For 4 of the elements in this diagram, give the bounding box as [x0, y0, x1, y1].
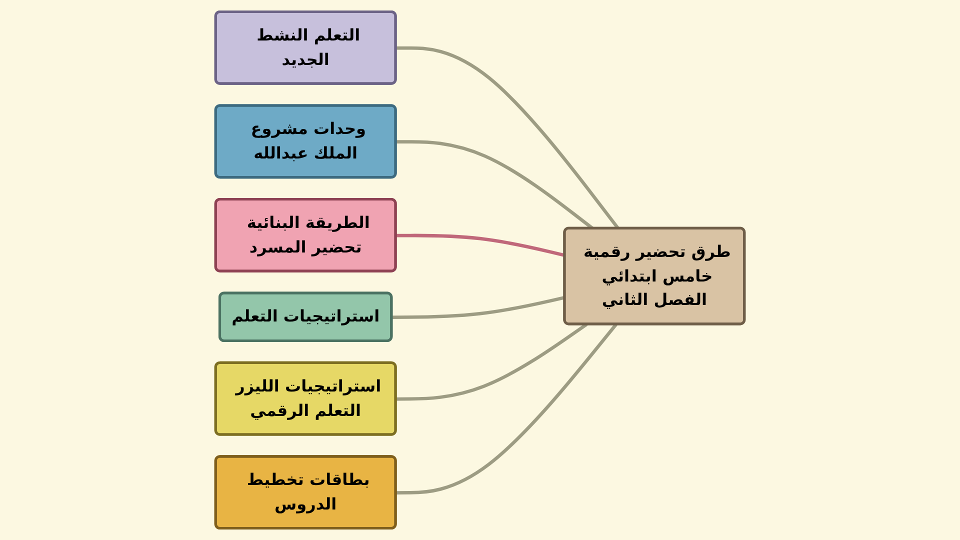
connector [392, 296, 566, 319]
connector [396, 234, 566, 258]
connector [396, 323, 618, 494]
connector [396, 322, 588, 401]
